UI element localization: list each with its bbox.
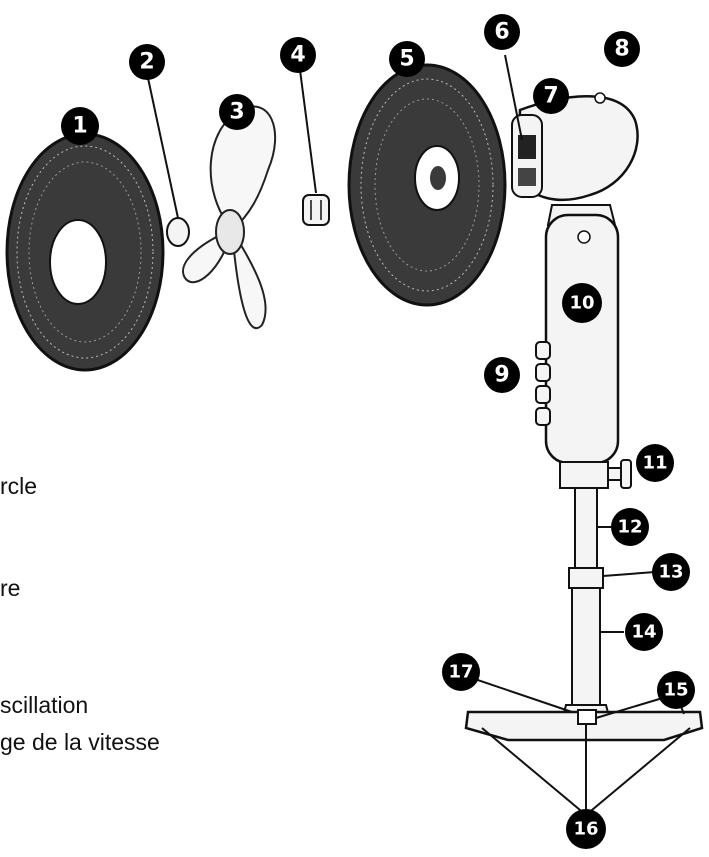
upper-pole — [574, 487, 598, 571]
callout-9-label: 9 — [494, 363, 509, 388]
callout-9: 9 — [484, 357, 520, 393]
legend-fragments: rcle re scillation ge de la vitesse — [0, 473, 160, 755]
callout-13: 13 — [652, 553, 690, 591]
callout-16-label: 16 — [573, 819, 598, 840]
blade-nut — [166, 217, 190, 247]
rear-grille — [347, 63, 507, 307]
callout-15: 15 — [657, 671, 695, 709]
callout-11-label: 11 — [642, 453, 667, 474]
callout-2: 2 — [129, 44, 165, 80]
callout-3-label: 3 — [229, 100, 244, 125]
legend-fragment-1: rcle — [0, 473, 37, 499]
callout-13-label: 13 — [658, 562, 683, 583]
front-grille — [5, 132, 165, 372]
callout-6: 6 — [484, 14, 520, 50]
callout-6-label: 6 — [494, 20, 509, 45]
legend-fragment-2: re — [0, 575, 20, 601]
motor-housing — [511, 92, 639, 202]
callout-3: 3 — [219, 94, 255, 130]
callout-14: 14 — [625, 613, 663, 651]
callout-4-label: 4 — [290, 43, 305, 68]
leader-lines — [147, 54, 691, 816]
callout-10-label: 10 — [569, 293, 594, 314]
callout-17: 17 — [442, 653, 480, 691]
callout-12: 12 — [611, 508, 649, 546]
lower-pole — [571, 587, 601, 709]
pole-collar — [568, 567, 604, 589]
callout-2-label: 2 — [139, 50, 154, 75]
spinner-clip — [302, 194, 330, 226]
callout-7: 7 — [533, 78, 569, 114]
legend-fragment-3: scillation — [0, 692, 88, 718]
callout-15-label: 15 — [663, 680, 688, 701]
fan-base — [464, 709, 704, 742]
height-knob — [559, 459, 632, 489]
callout-16: 16 — [566, 809, 606, 849]
callout-badges: 1 2 3 4 5 6 7 8 — [61, 14, 695, 849]
callout-10: 10 — [562, 283, 602, 323]
callout-1-label: 1 — [72, 114, 87, 139]
callout-5: 5 — [389, 41, 425, 77]
fan-body — [544, 204, 620, 465]
callout-17-label: 17 — [448, 662, 473, 683]
callout-7-label: 7 — [543, 84, 558, 109]
callout-8-label: 8 — [614, 37, 629, 62]
control-buttons — [535, 341, 551, 426]
callout-12-label: 12 — [617, 517, 642, 538]
fan-blades — [182, 105, 277, 330]
callout-14-label: 14 — [631, 622, 656, 643]
callout-4: 4 — [280, 37, 316, 73]
callout-5-label: 5 — [399, 47, 414, 72]
callout-11: 11 — [636, 444, 674, 482]
legend-fragment-4: ge de la vitesse — [0, 729, 160, 755]
callout-1: 1 — [61, 107, 99, 145]
callout-8: 8 — [604, 31, 640, 67]
